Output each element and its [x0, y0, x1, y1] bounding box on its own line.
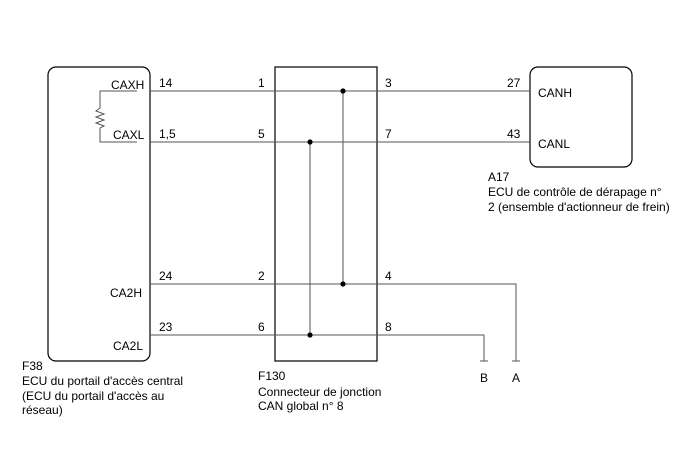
junction-dot: [340, 88, 346, 94]
junction-dot: [307, 139, 313, 145]
a17-name: 2 (ensemble d'actionneur de frein): [488, 200, 670, 214]
wire-output-a: [377, 283, 517, 361]
wire-output-b: [377, 334, 485, 361]
pin-label: 23: [159, 320, 173, 334]
ecu-a17-box: [529, 66, 633, 168]
terminal-caxh: CAXH: [111, 78, 144, 92]
pin-label: 4: [385, 269, 392, 283]
terminal-caxl: CAXL: [113, 128, 145, 142]
junction-dot: [307, 332, 313, 338]
f38-name: ECU du portail d'accès central: [22, 374, 183, 388]
f38-code: F38: [22, 359, 43, 373]
f130-name: Connecteur de jonction: [258, 385, 381, 399]
ecu-f38-box: [47, 66, 151, 362]
pin-label: 5: [258, 127, 265, 141]
output-a-label: A: [512, 371, 520, 385]
pin-label: 8: [385, 320, 392, 334]
terminal-ca2h: CA2H: [110, 286, 142, 300]
f130-code: F130: [258, 369, 286, 383]
pin-label: 6: [258, 320, 265, 334]
a17-code: A17: [488, 170, 510, 184]
terminal-canl: CANL: [538, 137, 570, 151]
pin-label: 1,5: [159, 127, 176, 141]
pin-label: 1: [258, 76, 265, 90]
pin-label: 3: [385, 76, 392, 90]
a17-name: ECU de contrôle de dérapage n°: [488, 185, 662, 199]
f130-name: CAN global n° 8: [258, 399, 344, 413]
junction-f130-box: [274, 66, 378, 362]
pin-label: 43: [507, 127, 521, 141]
pin-label: 7: [385, 127, 392, 141]
resistor-icon: [94, 90, 137, 143]
pin-label: 14: [159, 76, 173, 90]
terminal-ca2l: CA2L: [113, 339, 143, 353]
output-b-label: B: [480, 371, 488, 385]
pin-label: 27: [507, 76, 521, 90]
f38-name: réseau): [22, 403, 63, 417]
pin-label: 2: [258, 269, 265, 283]
junction-dot: [340, 281, 346, 287]
f38-name: (ECU du portail d'accès au: [22, 389, 164, 403]
terminal-canh: CANH: [538, 86, 572, 100]
pin-label: 24: [159, 269, 173, 283]
